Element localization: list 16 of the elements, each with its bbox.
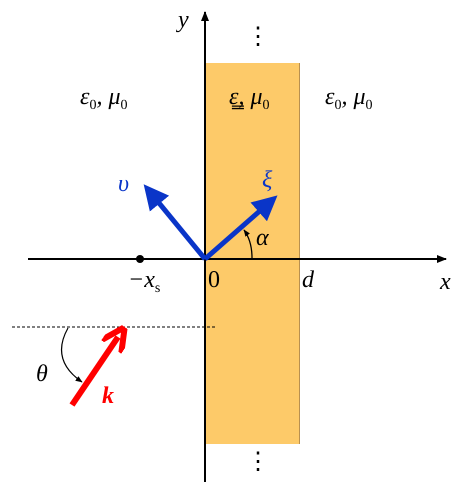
math-label: y [178,8,189,32]
math-label: 0 [208,268,220,292]
math-label: υ [118,172,130,196]
math-label: ε$_{0}$, μ$_{0}$ [80,85,128,113]
math-label: α [256,226,269,250]
math-label: −x$_{s}$ [128,268,160,296]
math-label: ⋮ [246,25,270,49]
math-label: k [102,384,114,408]
math-label: ⋮ [246,450,270,474]
math-label: d [302,268,314,292]
math-label: x [440,270,451,294]
dielectric-slab [205,63,300,444]
math-label: ξ [262,168,272,192]
math-label: θ [36,362,48,386]
math-label: ε$_{0}$, μ$_{0}$ [325,85,373,113]
material-label: ε̳, μ$_{0}$ [229,85,270,113]
